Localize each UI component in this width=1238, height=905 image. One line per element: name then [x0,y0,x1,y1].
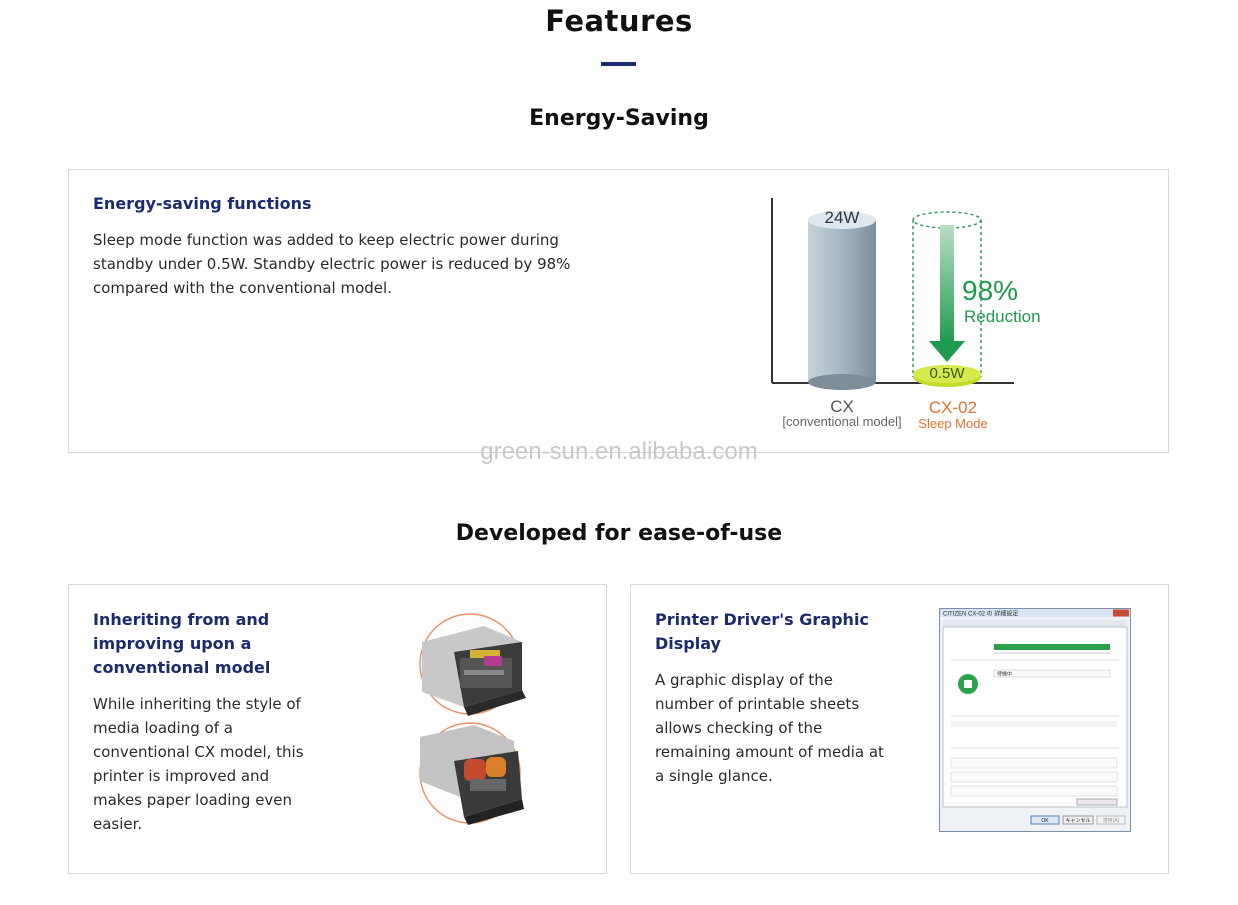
inherit-text-line: printer is improved and [93,767,270,785]
driver-text-line: A graphic display of the [655,671,833,689]
printer-loading-image-top [419,613,526,716]
inherit-text-line: easier. [93,815,143,833]
cx-value-label: 24W [825,208,860,227]
printer-loading-image-bottom [419,722,524,825]
status-text: 待機中 [997,671,1012,678]
page-title: Features [545,4,693,38]
driver-title-line: Display [655,634,721,653]
reduction-percent: 98% [962,275,1018,306]
energy-card-title: Energy-saving functions [93,194,312,213]
cx-label: CX [830,397,854,416]
ease-section-title: Developed for ease-of-use [455,521,783,546]
cx02-sublabel: Sleep Mode [918,416,987,431]
cx-sublabel: [conventional model] [782,414,901,429]
reduction-label: Reduction [964,307,1041,326]
driver-title-line: Printer Driver's Graphic [655,610,869,629]
dialog-apply-button [1096,815,1126,825]
dialog-ok-button [1030,815,1060,825]
driver-text-line: a single glance. [655,767,773,785]
dialog-title: CITIZEN CX-02 の 詳細設定 [943,610,1018,618]
driver-card-title: Printer Driver's Graphic Display [655,608,869,656]
inherit-title-line: Inheriting from and [93,610,270,629]
energy-section-title: Energy-Saving [529,106,709,131]
watermark: green-sun.en.alibaba.com [480,438,758,465]
dialog-cancel-button [1062,815,1094,825]
driver-text-line: allows checking of the [655,719,823,737]
power-comparison-graphic: 24W 0.5W 98% Reduction CX [conventional … [771,198,1041,431]
cx02-label: CX-02 [929,398,977,417]
inherit-text-line: makes paper loading even [93,791,293,809]
dialog-cancel-label: キャンセル [1065,818,1090,824]
driver-card-text: A graphic display of the number of print… [655,668,884,788]
inherit-text-line: While inheriting the style of [93,695,301,713]
dialog-apply-label: 適用(A) [1103,817,1120,824]
inherit-text-line: media loading of a [93,719,233,737]
driver-text-line: number of printable sheets [655,695,860,713]
cx02-value-label: 0.5W [929,365,965,382]
driver-dialog-screenshot: CITIZEN CX-02 の 詳細設定 待機中 OK キャンセル 適用(A) [939,608,1131,832]
inherit-text-line: conventional CX model, this [93,743,304,761]
cx-bar [808,211,876,390]
energy-text-line: standby under 0.5W. Standby electric pow… [93,255,571,273]
reduction-arrow-icon [929,225,965,362]
inherit-card-title: Inheriting from and improving upon a con… [93,608,270,680]
energy-card: Energy-saving functions Sleep mode funct… [68,169,1169,453]
driver-card: Printer Driver's Graphic Display A graph… [630,584,1169,874]
inherit-card: Inheriting from and improving upon a con… [68,584,607,874]
inherit-title-line: conventional model [93,658,271,677]
driver-text-line: remaining amount of media at [655,743,884,761]
title-underline [601,62,636,66]
dialog-close-icon [1113,609,1129,617]
energy-text-line: compared with the conventional model. [93,279,392,297]
media-remaining-bar [994,644,1110,650]
energy-card-text: Sleep mode function was added to keep el… [93,228,570,300]
energy-text-line: Sleep mode function was added to keep el… [93,231,559,249]
dialog-ok-label: OK [1041,818,1049,824]
inherit-title-line: improving upon a [93,634,252,653]
inherit-card-text: While inheriting the style of media load… [93,692,304,836]
